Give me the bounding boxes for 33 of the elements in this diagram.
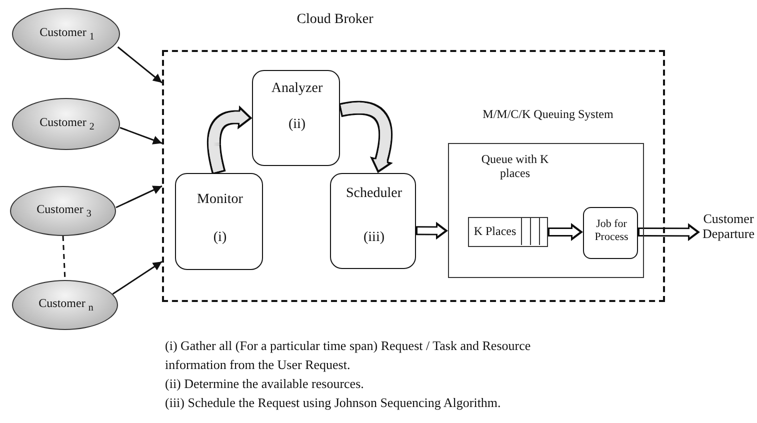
customer-label: Customer $_{2}$: [38, 116, 96, 133]
process-box: [252, 70, 340, 166]
box-label: Analyzer: [270, 81, 324, 98]
block-arrow: [548, 222, 583, 241]
arrow: [117, 46, 162, 84]
customer-label: Customer $_{1}$: [38, 26, 96, 43]
box-label: (i): [212, 230, 228, 246]
arrow: [112, 261, 162, 295]
note-text: (i) Gather all (For a particular time span) Request / Task and Resource information from the User Request.: [165, 337, 532, 374]
system-heading: Cloud Broker: [296, 12, 374, 28]
customer-ellipse: [12, 8, 120, 60]
box-label: Queue with K places: [480, 153, 550, 181]
arrow: [116, 185, 162, 208]
note-text: (iii) Schedule the Request using Johnson Sequencing Algorithm.: [165, 394, 502, 412]
process-box: [330, 173, 416, 269]
system-heading: M/M/C/K Queuing System: [482, 108, 614, 122]
box-label: K Places: [472, 225, 518, 239]
arrow: [120, 126, 162, 144]
departure-label: Customer Departure: [702, 212, 756, 242]
box-label: Monitor: [196, 192, 244, 208]
customer-label: Customer $_{3}$: [36, 203, 92, 220]
box-label: Job for Process: [594, 218, 630, 244]
box-label: Scheduler: [345, 186, 403, 202]
customer-ellipse: [12, 280, 118, 330]
customer-label: Customer $_{n}$: [38, 297, 94, 314]
process-box: [583, 207, 638, 259]
box-label: (iii): [362, 230, 386, 246]
box-label: (ii): [287, 117, 307, 134]
note-text: (ii) Determine the available resources.: [165, 375, 365, 393]
block-arrow: [638, 223, 700, 242]
process-box: [175, 173, 263, 270]
queue-box: [468, 217, 548, 247]
block-arrow: [416, 222, 448, 240]
